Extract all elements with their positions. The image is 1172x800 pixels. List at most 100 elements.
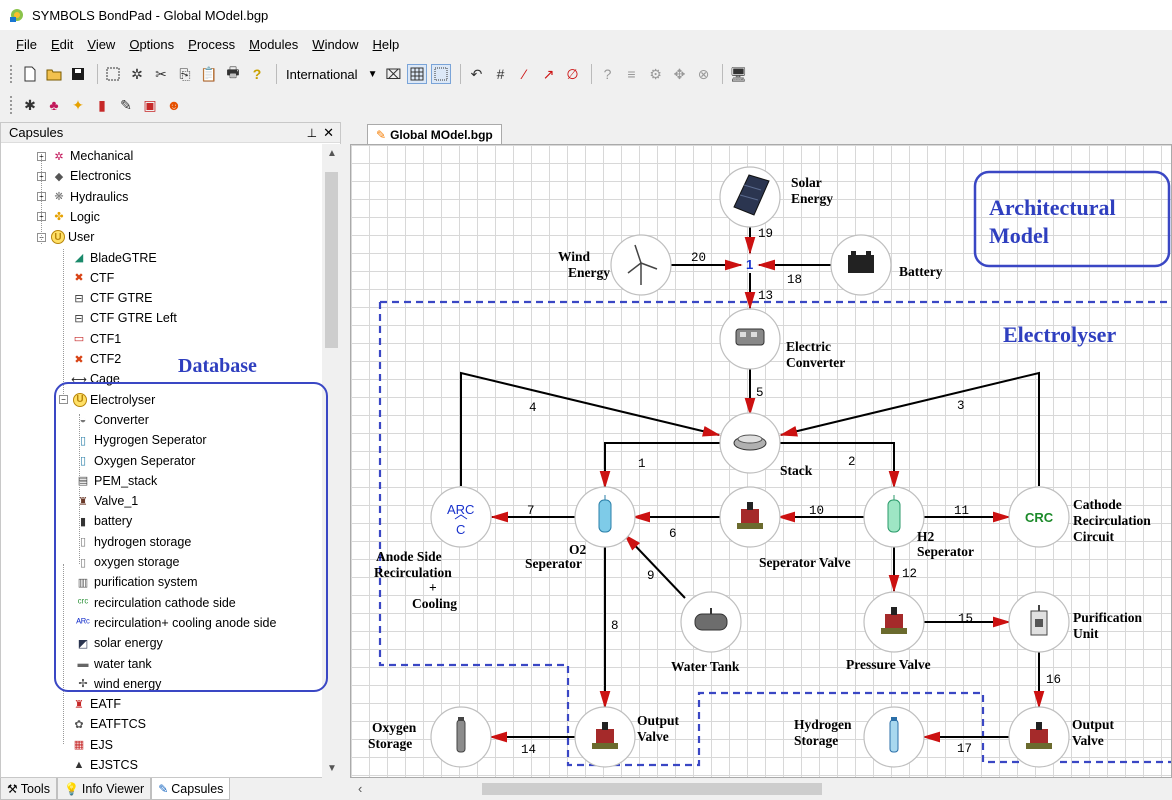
print-icon[interactable]: 🖶 xyxy=(226,64,240,80)
scroll-thumb[interactable] xyxy=(325,172,338,348)
report-icon[interactable]: ▣ xyxy=(143,96,157,113)
menu-file[interactable]: File xyxy=(16,36,37,52)
tree-item[interactable]: ◢BladeGTRE xyxy=(71,248,157,268)
scroll-down-icon[interactable]: ▼ xyxy=(327,763,337,774)
tree-item[interactable]: ▯Hygrogen Seperator xyxy=(75,430,207,450)
equations-icon[interactable]: ≡ xyxy=(627,66,636,82)
hash-icon[interactable]: # xyxy=(496,66,505,82)
copy-icon[interactable]: ⎘ xyxy=(179,65,191,82)
tree-item[interactable]: ♜Valve_1 xyxy=(75,491,138,511)
collapse-icon[interactable]: − xyxy=(59,395,68,405)
query-icon[interactable]: ? xyxy=(603,66,612,82)
tree-item[interactable]: +❋Hydraulics xyxy=(37,187,128,207)
node-arc[interactable] xyxy=(430,486,492,548)
causal-stroke-icon[interactable]: ∅ xyxy=(566,65,579,82)
bond-number-8: 8 xyxy=(611,619,619,633)
menu-window[interactable]: Window xyxy=(312,36,359,52)
select-rect-icon[interactable] xyxy=(103,64,123,84)
people-icon[interactable]: ☻ xyxy=(166,97,182,113)
tree-item[interactable]: ▭CTF1 xyxy=(71,329,121,349)
close-icon[interactable]: ✕ xyxy=(323,124,334,140)
tree-item[interactable]: ▤PEM_stack xyxy=(75,471,157,491)
tree-item[interactable]: ▮battery xyxy=(75,511,132,531)
undo-icon[interactable]: ↶ xyxy=(470,65,483,82)
junction-1[interactable]: 1 xyxy=(746,257,753,272)
canvas-scroll-thumb[interactable] xyxy=(482,783,822,795)
save-icon[interactable] xyxy=(68,64,88,84)
grid-icon[interactable] xyxy=(407,64,428,84)
model-canvas[interactable]: Architectural Model Electrolyser xyxy=(350,144,1172,778)
paste-icon[interactable]: 📋 xyxy=(200,65,218,82)
tree-item[interactable]: ✿EATFTCS xyxy=(71,714,146,734)
tree-item[interactable]: ⊟CTF GTRE Left xyxy=(71,308,176,328)
help-icon[interactable]: ? xyxy=(252,66,262,82)
menu-help[interactable]: Help xyxy=(372,36,400,52)
scroll-left-icon[interactable]: ‹ xyxy=(358,781,363,796)
bond-9[interactable] xyxy=(623,533,686,599)
tree-scrollbar[interactable]: ▲ ▼ xyxy=(322,144,341,778)
tree-item[interactable]: ⊟CTF GTRE xyxy=(71,288,152,308)
menu-options[interactable]: Options xyxy=(129,36,175,52)
tab-global-model[interactable]: ✎ Global MOdel.bgp xyxy=(367,124,502,144)
bond-3[interactable] xyxy=(779,371,1040,486)
tree-item[interactable]: ✖CTF2 xyxy=(71,349,121,369)
capsule-tool-icon[interactable]: ✱ xyxy=(24,96,36,113)
tree-item[interactable]: +✲Mechanical xyxy=(37,146,133,166)
menu-edit[interactable]: Edit xyxy=(50,36,74,52)
tab-info-viewer[interactable]: 💡Info Viewer xyxy=(56,778,152,800)
menu-view[interactable]: View xyxy=(87,36,116,52)
title-bar: SYMBOLS BondPad - Global MOdel.bgp xyxy=(0,0,1172,30)
canvas-hscrollbar[interactable]: ‹ xyxy=(350,778,1172,800)
magic-select-icon[interactable]: ✲ xyxy=(131,65,143,82)
step-icon[interactable]: ✥ xyxy=(673,65,686,82)
bond-tool-icon[interactable]: ⁄ xyxy=(523,66,526,82)
tab-tools[interactable]: ⚒Tools xyxy=(0,778,57,800)
open-folder-icon[interactable] xyxy=(44,64,64,84)
label-crc-2: Recirculation xyxy=(1073,513,1151,528)
toolbar-grip-2[interactable] xyxy=(10,96,14,114)
node-crc[interactable] xyxy=(1008,486,1070,548)
tree-item[interactable]: +◆Electronics xyxy=(37,166,131,186)
simulate-icon[interactable]: ⚙ xyxy=(649,65,662,82)
tree-item[interactable]: ⟷Cage xyxy=(71,369,120,389)
model-tool-icon[interactable]: ♣ xyxy=(49,97,59,113)
bond-4[interactable] xyxy=(460,371,721,486)
edit-doc-icon[interactable]: ✎ xyxy=(120,96,132,113)
bond-1[interactable] xyxy=(599,442,723,489)
text-tool-icon[interactable]: ⌧ xyxy=(385,65,402,82)
half-arrow-icon[interactable]: ↗ xyxy=(542,65,555,82)
tree-item[interactable]: ▯oxygen storage xyxy=(75,552,180,572)
tree-item[interactable]: ✖CTF xyxy=(71,268,114,288)
tree-item[interactable]: ▯Oxygen Seperator xyxy=(75,451,195,471)
dot-grid-icon[interactable] xyxy=(431,64,452,84)
bond-number-5: 5 xyxy=(756,386,764,400)
tree-item[interactable]: +✤Logic xyxy=(37,207,100,227)
monitor-icon[interactable]: 🖥 xyxy=(729,65,748,82)
cut-icon[interactable]: ✂ xyxy=(155,65,167,82)
tree-item[interactable]: ▯hydrogen storage xyxy=(75,532,191,552)
tree-item[interactable]: ▬water tank xyxy=(75,654,152,674)
tree-item[interactable]: ◩solar energy xyxy=(75,633,163,653)
new-file-icon[interactable] xyxy=(20,64,40,84)
menu-modules[interactable]: Modules xyxy=(249,36,299,52)
tree-item[interactable]: ▥purification system xyxy=(75,572,198,592)
library-icon[interactable]: ▮ xyxy=(98,96,106,113)
tree-item[interactable]: ▦EJS xyxy=(71,735,113,755)
stop-icon[interactable]: ⊗ xyxy=(697,65,710,82)
tree-item[interactable]: ✢wind energy xyxy=(75,674,161,694)
pin-icon[interactable]: ⊥ xyxy=(306,125,318,140)
font-dropdown[interactable]: International ▼ xyxy=(282,63,377,85)
toolbar-grip[interactable] xyxy=(10,65,14,83)
scroll-up-icon[interactable]: ▲ xyxy=(327,148,337,159)
tree-item[interactable]: ♜EATF xyxy=(71,694,121,714)
bond-2[interactable] xyxy=(779,442,900,489)
tab-capsules[interactable]: ✎Capsules xyxy=(151,778,231,800)
tree-item[interactable]: ▲EJSTCS xyxy=(71,755,138,775)
tree-item[interactable]: ◒Converter xyxy=(75,410,149,430)
menu-process[interactable]: Process xyxy=(188,36,236,52)
wizard-icon[interactable]: ✦ xyxy=(72,96,84,113)
